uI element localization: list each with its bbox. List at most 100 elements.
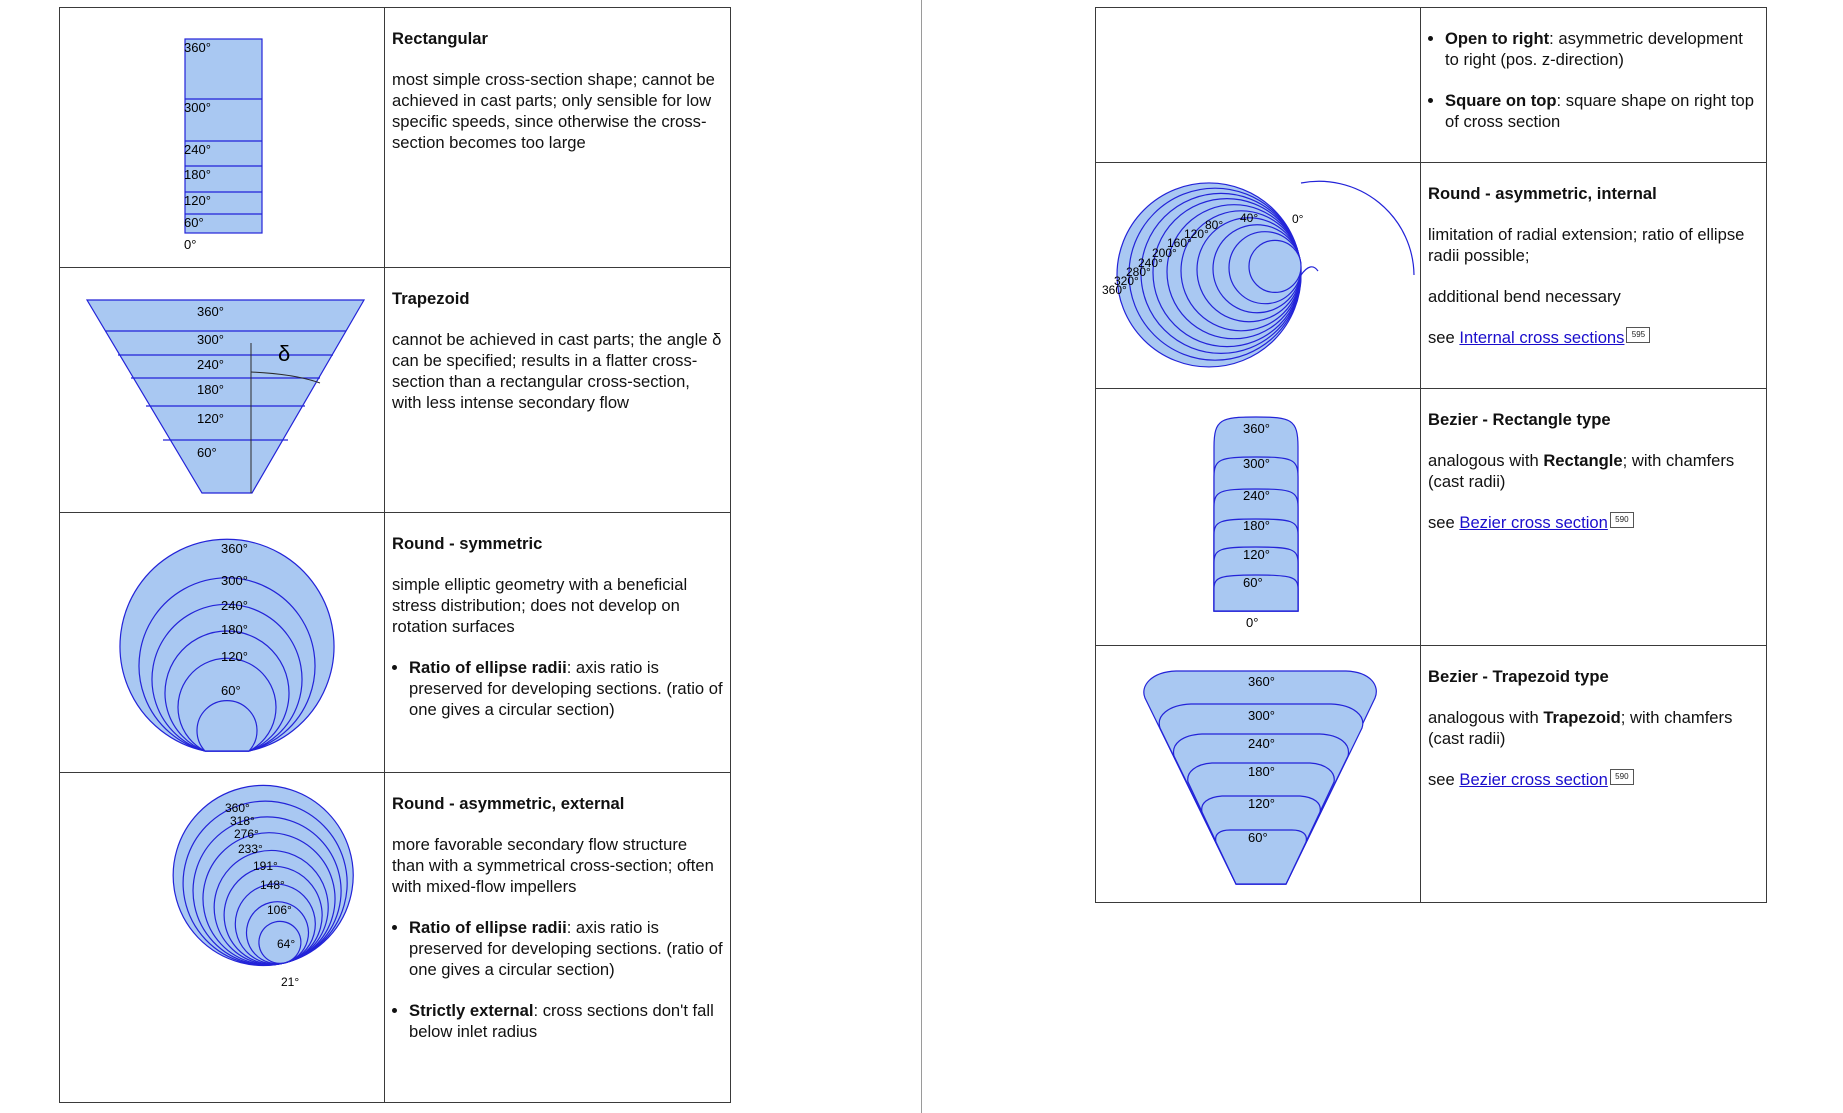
section-title: Bezier - Trapezoid type bbox=[1428, 667, 1609, 686]
angle-label: 60° bbox=[1248, 830, 1268, 845]
page-reference-icon[interactable]: 590 bbox=[1609, 769, 1634, 785]
option-item: Open to right: asymmetric development to… bbox=[1445, 28, 1760, 70]
angle-label: 360° bbox=[184, 40, 211, 55]
angle-label: 0° bbox=[184, 237, 196, 252]
option-item: Ratio of ellipse radii: axis ratio is pr… bbox=[409, 917, 724, 980]
description-text: additional bend necessary bbox=[1428, 287, 1621, 306]
angle-label: 300° bbox=[197, 332, 224, 347]
angle-label: 64° bbox=[277, 937, 295, 951]
row-round-asymmetric-internal: 0° 40° 80° 120° 160° 200° 240° 280° 320°… bbox=[1095, 162, 1767, 389]
internal-cross-sections-link[interactable]: Internal cross sections bbox=[1459, 328, 1625, 347]
option-text: : axis ratio is preserved for developing… bbox=[409, 918, 723, 979]
angle-label: 148° bbox=[260, 878, 285, 892]
angle-label: 106° bbox=[267, 903, 292, 917]
angle-label: 191° bbox=[253, 859, 278, 873]
figure-cell bbox=[1095, 7, 1421, 163]
option-term: Ratio of ellipse radii bbox=[409, 658, 567, 677]
left-cross-section-table: 360° 300° 240° 180° 120° 60° 0° Rectangu… bbox=[59, 7, 731, 1103]
arc-group bbox=[1116, 182, 1302, 368]
angle-label: 300° bbox=[1243, 456, 1270, 471]
trapezoid-figure: δ 360° 300° 240° 180° 120° 60° bbox=[85, 299, 366, 494]
round-asymmetric-external-figure: 360° 318° 276° 233° 191° 148° 106° 64° 2… bbox=[172, 784, 354, 989]
angle-label: 60° bbox=[1243, 575, 1263, 590]
figure-cell: 360° 300° 240° 180° 120° 60° 0° bbox=[1095, 388, 1421, 646]
description-cell: Round - asymmetric, internal limitation … bbox=[1420, 162, 1767, 389]
description-cell: Trapezoid cannot be achieved in cast par… bbox=[384, 267, 731, 513]
page-reference-icon[interactable]: 595 bbox=[1626, 327, 1651, 343]
row-round-symmetric: 360° 300° 240° 180° 120° 60° Round - sym… bbox=[59, 512, 731, 773]
description-text: limitation of radial extension; ratio of… bbox=[1428, 225, 1745, 265]
option-term: Strictly external bbox=[409, 1001, 534, 1020]
option-item: Ratio of ellipse radii: axis ratio is pr… bbox=[409, 657, 724, 720]
bezier-rectangle-figure: 360° 300° 240° 180° 120° 60° 0° bbox=[1213, 416, 1299, 630]
bezier-cross-section-link[interactable]: Bezier cross section bbox=[1459, 513, 1608, 532]
figure-cell: 360° 318° 276° 233° 191° 148° 106° 64° 2… bbox=[59, 772, 385, 1103]
section-title: Bezier - Rectangle type bbox=[1428, 410, 1611, 429]
angle-label: 120° bbox=[1248, 796, 1275, 811]
figure-cell: 0° 40° 80° 120° 160° 200° 240° 280° 320°… bbox=[1095, 162, 1421, 389]
option-text: : axis ratio is preserved for developing… bbox=[409, 658, 723, 719]
description-text: most simple cross-section shape; cannot … bbox=[392, 70, 715, 152]
body-bold: Trapezoid bbox=[1543, 708, 1621, 727]
angle-label: 120° bbox=[1184, 227, 1209, 241]
bezier-cross-section-link[interactable]: Bezier cross section bbox=[1459, 770, 1608, 789]
option-term: Square on top bbox=[1445, 91, 1557, 110]
angle-label: 300° bbox=[1248, 708, 1275, 723]
rectangular-figure: 360° 300° 240° 180° 120° 60° 0° bbox=[184, 38, 263, 252]
angle-label: 240° bbox=[184, 142, 211, 157]
row-bezier-rectangle: 360° 300° 240° 180° 120° 60° 0° Bezier -… bbox=[1095, 388, 1767, 646]
figure-cell: δ 360° 300° 240° 180° 120° 60° bbox=[59, 267, 385, 513]
angle-label: 240° bbox=[221, 598, 248, 613]
description-cell: Round - symmetric simple elliptic geomet… bbox=[384, 512, 731, 773]
right-cross-section-table: Open to right: asymmetric development to… bbox=[1095, 7, 1767, 903]
angle-label: 120° bbox=[184, 193, 211, 208]
angle-label: 240° bbox=[1138, 256, 1163, 270]
row-rectangular: 360° 300° 240° 180° 120° 60° 0° Rectangu… bbox=[59, 7, 731, 268]
angle-label: 300° bbox=[184, 100, 211, 115]
body-bold: Rectangle bbox=[1543, 451, 1623, 470]
angle-label: 80° bbox=[1205, 218, 1223, 232]
option-list: Open to right: asymmetric development to… bbox=[1428, 28, 1760, 132]
section-title: Round - symmetric bbox=[392, 534, 543, 553]
angle-label: 276° bbox=[234, 827, 259, 841]
option-text: : asymmetric development to right (pos. … bbox=[1445, 29, 1743, 69]
description-cell: Bezier - Trapezoid type analogous with T… bbox=[1420, 645, 1767, 903]
description-cell: Round - asymmetric, external more favora… bbox=[384, 772, 731, 1103]
row-round-asymmetric-external: 360° 318° 276° 233° 191° 148° 106° 64° 2… bbox=[59, 772, 731, 1103]
figure-cell: 360° 300° 240° 180° 120° 60° bbox=[59, 512, 385, 773]
page-reference-icon[interactable]: 590 bbox=[1609, 512, 1634, 528]
row-continuation: Open to right: asymmetric development to… bbox=[1095, 7, 1767, 163]
angle-label: 180° bbox=[1243, 518, 1270, 533]
row-trapezoid: δ 360° 300° 240° 180° 120° 60° Trapezoid… bbox=[59, 267, 731, 513]
description-text: cannot be achieved in cast parts; the an… bbox=[392, 330, 722, 412]
angle-label: 360° bbox=[225, 801, 250, 815]
angle-label: 240° bbox=[1243, 488, 1270, 503]
angle-label: 233° bbox=[238, 842, 263, 856]
angle-label: 320° bbox=[1114, 274, 1139, 288]
section-title: Round - asymmetric, internal bbox=[1428, 184, 1657, 203]
description-cell: Rectangular most simple cross-section sh… bbox=[384, 7, 731, 268]
section-title: Trapezoid bbox=[392, 289, 470, 308]
angle-label: 120° bbox=[1243, 547, 1270, 562]
angle-label: 160° bbox=[1167, 236, 1192, 250]
body-suffix: ; with chamfers (cast radii) bbox=[1428, 708, 1733, 748]
bezier-trapezoid-figure: 360° 300° 240° 180° 120° 60° bbox=[1143, 670, 1377, 885]
description-text: more favorable secondary flow structure … bbox=[392, 835, 714, 896]
see-prefix: see bbox=[1428, 328, 1460, 347]
description-cell: Open to right: asymmetric development to… bbox=[1420, 7, 1767, 163]
angle-label: 360° bbox=[221, 541, 248, 556]
description-text: analogous with Rectangle; with chamfers … bbox=[1428, 450, 1760, 492]
body-prefix: analogous with bbox=[1428, 708, 1544, 727]
description-text: simple elliptic geometry with a benefici… bbox=[392, 575, 688, 636]
angle-label: 60° bbox=[197, 445, 217, 460]
round-symmetric-figure: 360° 300° 240° 180° 120° 60° bbox=[119, 538, 335, 752]
angle-label: 60° bbox=[184, 215, 204, 230]
angle-label: 360° bbox=[1248, 674, 1275, 689]
body-prefix: analogous with bbox=[1428, 451, 1544, 470]
figure-cell: 360° 300° 240° 180° 120° 60° bbox=[1095, 645, 1421, 903]
cross-section-arc bbox=[1248, 239, 1302, 293]
section-title: Rectangular bbox=[392, 29, 488, 48]
cross-section-arc bbox=[258, 920, 302, 964]
